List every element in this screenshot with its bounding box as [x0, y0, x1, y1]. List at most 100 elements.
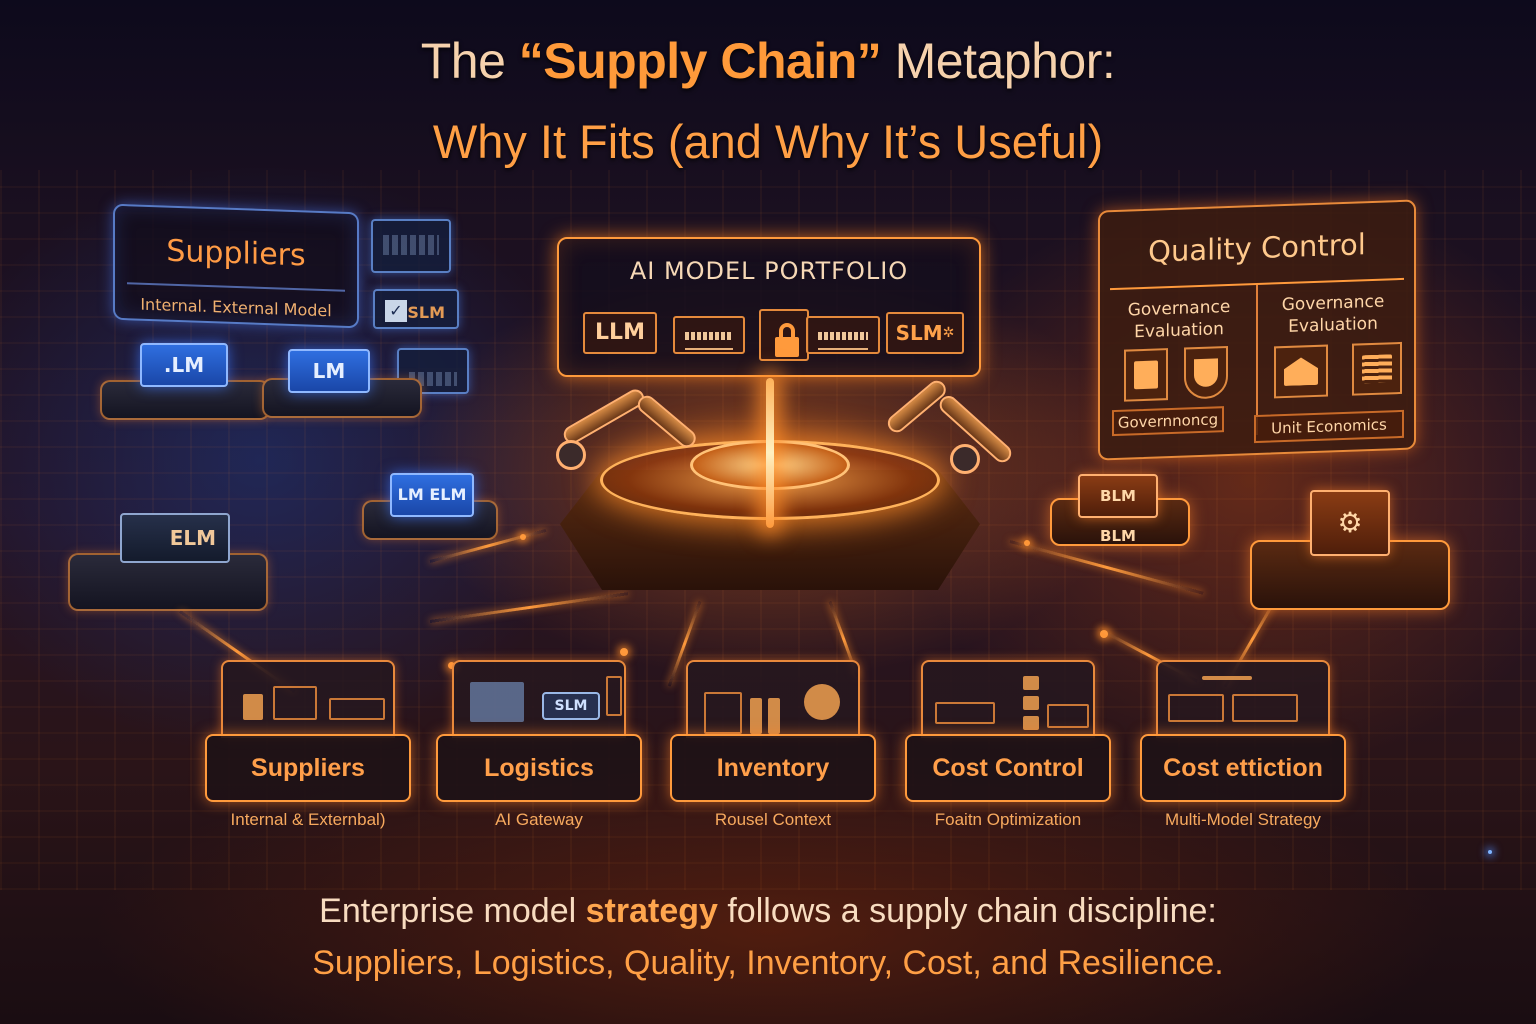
tile-icon [1023, 696, 1039, 710]
model-box: .LM [140, 343, 228, 387]
model-box: LM ELM [390, 473, 474, 517]
barcode-icon [818, 332, 868, 340]
model-box-label: .LM [163, 353, 205, 377]
qc-heading-line: Evaluation [1288, 313, 1378, 337]
card-caption: AI Gateway [495, 810, 583, 829]
slm-tile-label: SLM [407, 303, 445, 322]
unit-economics-tag: Unit Economics [1254, 409, 1404, 444]
slm-chip-label: SLM [895, 321, 943, 345]
robot-joint [950, 444, 980, 474]
footer-highlight: strategy [585, 892, 718, 930]
slm-chip: SLM✲ [886, 312, 964, 354]
card-screen [921, 660, 1095, 738]
glow-particle [620, 648, 628, 656]
document-icon [273, 686, 317, 720]
slm-tile: ✓ SLM [373, 289, 459, 329]
model-box: ELM [120, 513, 230, 563]
card-caption: Multi-Model Strategy [1165, 810, 1321, 829]
robot-joint [556, 440, 586, 470]
card-label: Cost Control [932, 754, 1084, 782]
ai-model-portfolio-panel: AI MODEL PORTFOLIO LLM SLM✲ [557, 237, 981, 377]
display-icon [329, 698, 385, 720]
title-highlight: “Supply Chain” [518, 33, 882, 89]
governance-tag: Governnoncg [1112, 406, 1224, 437]
icon-fill [1194, 358, 1218, 388]
model-box-label: ELM [169, 526, 216, 550]
qc-column-heading: Governance Evaluation [1258, 290, 1408, 339]
icon-fill [1362, 354, 1392, 384]
card-screen [686, 660, 860, 738]
bar-code-icon [1168, 694, 1224, 722]
lock-chip [759, 309, 809, 361]
divider [685, 348, 733, 350]
slm-badge: SLM [542, 692, 600, 720]
data-chip [806, 316, 880, 354]
model-box: BLM BLM [1078, 474, 1158, 545]
shelf-icon [704, 692, 742, 734]
progress-icon [935, 702, 995, 724]
tile-icon [1023, 676, 1039, 690]
card-label: Cost ettiction [1163, 754, 1323, 782]
model-box: ⚙ [1310, 490, 1390, 556]
checkmark-icon: ✓ [385, 300, 407, 322]
lock-icon-body [775, 337, 799, 357]
card-screen [221, 660, 395, 738]
dashboard-icon [1047, 704, 1089, 728]
icon-fill [1134, 360, 1158, 390]
suppliers-panel-subtitle: Internal. External Model [140, 294, 332, 321]
lock-icon [779, 323, 795, 341]
footer-line-1: Enterprise model strategy follows a supp… [0, 892, 1536, 931]
card-caption: Internal & Externbal) [230, 810, 386, 829]
glow-particle [1024, 540, 1030, 546]
card-label: Logistics [484, 754, 594, 782]
chart-icon [409, 372, 457, 386]
shopping-bag-icon [1124, 348, 1168, 402]
card-screen [1156, 660, 1330, 738]
model-box: LM [288, 349, 370, 393]
model-box-label: BLM BLM [1100, 487, 1136, 545]
divider [818, 348, 868, 350]
house-icon [1274, 344, 1328, 399]
shield-icon [1184, 346, 1228, 400]
sparkle-icon: ✲ [942, 325, 955, 341]
footer-prefix: Enterprise model [319, 892, 586, 930]
card-tray: Inventory [670, 734, 876, 802]
portfolio-title: AI MODEL PORTFOLIO [629, 257, 909, 285]
model-box-label: LM ELM [397, 485, 467, 504]
qc-heading-line: Evaluation [1134, 319, 1224, 343]
pie-chart-icon [804, 684, 840, 720]
document-lines-tile [371, 219, 451, 273]
stack-icon [1352, 341, 1402, 396]
llm-chip: LLM [583, 312, 657, 354]
robot-arm-icon [243, 694, 263, 720]
glow-particle [448, 662, 455, 669]
footer-line-2: Suppliers, Logistics, Quality, Inventory… [312, 944, 1224, 982]
title-prefix: The [420, 33, 519, 89]
icon-fill [1284, 357, 1318, 386]
rule-icon [1202, 676, 1252, 680]
document-lines-icon [383, 235, 439, 255]
page-subtitle: Why It Fits (and Why It’s Useful) [432, 115, 1104, 168]
card-caption: Foaitn Optimization [934, 810, 1082, 829]
barcode-icon [685, 332, 733, 340]
card-caption: Rousel Context [714, 810, 832, 829]
gear-icon: ⚙ [1337, 506, 1363, 539]
card-label: Suppliers [251, 754, 365, 782]
quality-control-panel: Quality Control Governance Evaluation Go… [1098, 199, 1416, 461]
card-screen: SLM [452, 660, 626, 738]
card-tray: Suppliers [205, 734, 411, 802]
llm-chip-label: LLM [595, 320, 645, 345]
card-tray: Logistics [436, 734, 642, 802]
light-beam [766, 378, 774, 528]
bar-icon [768, 698, 780, 734]
drone-icon [470, 682, 524, 722]
model-box-label: LM [312, 359, 346, 383]
qc-column-heading: Governance Evaluation [1104, 295, 1254, 344]
data-chip [673, 316, 745, 354]
tile-icon [1023, 716, 1039, 730]
page-title: The “Supply Chain” Metaphor: [0, 32, 1536, 90]
suppliers-panel: Suppliers Internal. External Model [113, 203, 359, 329]
quality-control-title: Quality Control [1148, 227, 1366, 269]
divider [127, 282, 345, 292]
title-suffix: Metaphor: [881, 33, 1116, 89]
